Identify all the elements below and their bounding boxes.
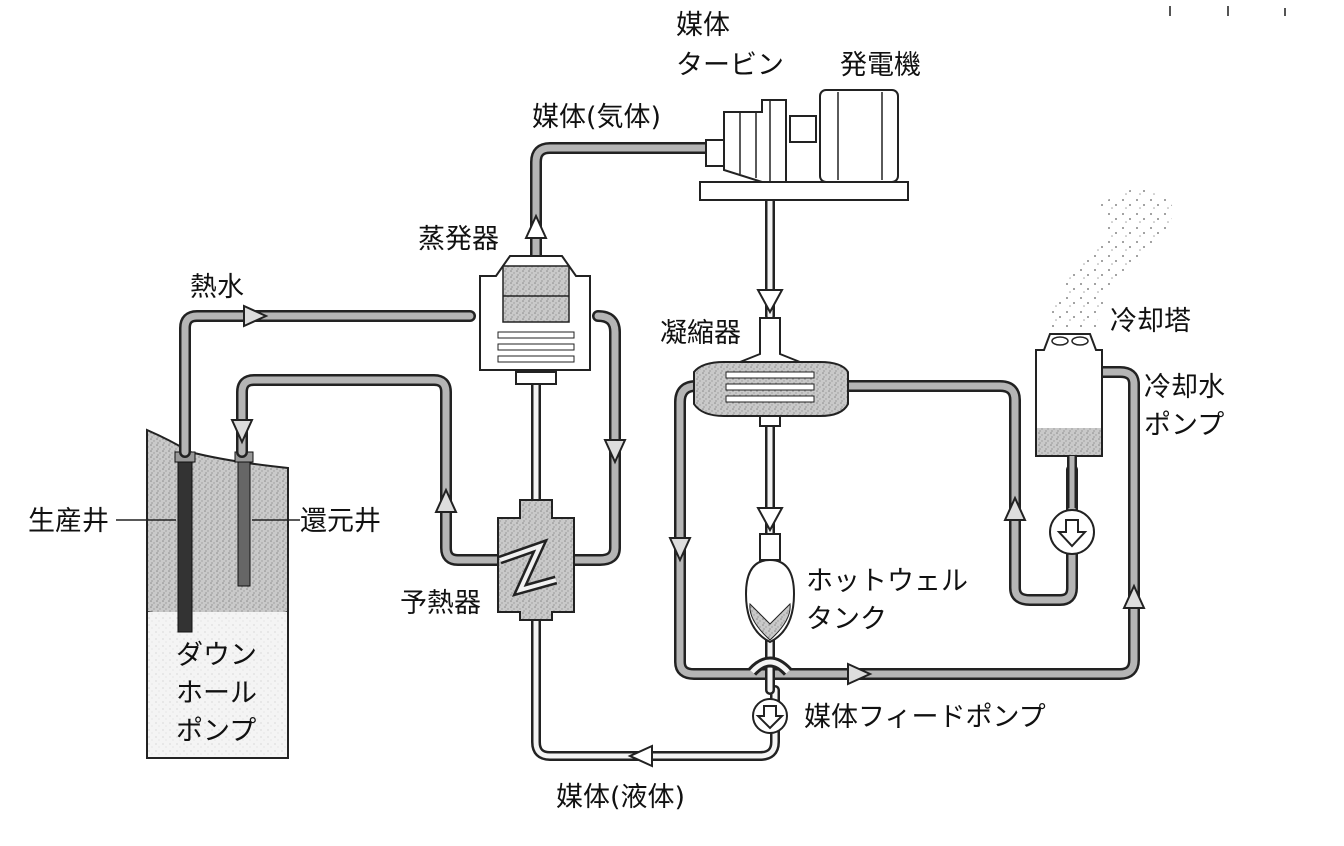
pipes (179, 142, 1140, 761)
cooling-tower (1035, 188, 1175, 508)
evaporator (479, 255, 591, 385)
turbine (699, 99, 909, 201)
feed-pump (752, 698, 788, 734)
scan-marks (1169, 6, 1286, 16)
label-feed-pump: 媒体フィードポンプ (804, 702, 1046, 733)
flow-arrows (230, 213, 1146, 768)
preheater (497, 499, 575, 621)
label-production-well: 生産井 (28, 506, 109, 537)
label-turbine-line1: 媒体 (676, 10, 730, 41)
label-condenser: 凝縮器 (660, 318, 741, 349)
label-downhole-line2: ホール (176, 678, 257, 709)
label-hotwell-line1: ホットウェル (806, 566, 968, 597)
hotwell-tank (744, 533, 796, 644)
label-cooling-water-pump-line2: ポンプ (1144, 410, 1224, 441)
reinjection-well-pipe (234, 451, 254, 587)
label-generator: 発電機 (840, 50, 921, 81)
label-liquid: 媒体(液体) (556, 782, 685, 813)
label-cooling-water-pump-line1: 冷却水 (1144, 372, 1225, 403)
label-preheater: 予熱器 (400, 588, 481, 619)
cooling-water-pump (1049, 509, 1095, 555)
label-downhole-line1: ダウン (176, 640, 257, 671)
label-hotwell-line2: タンク (806, 604, 887, 635)
label-hot-water: 熱水 (190, 272, 244, 303)
label-vapor: 媒体(気体) (532, 102, 661, 133)
label-cooling-tower: 冷却塔 (1110, 306, 1191, 337)
label-turbine-line2: タービン (676, 50, 784, 81)
condenser (693, 317, 849, 427)
generator (819, 89, 899, 183)
production-well-pipe (174, 451, 196, 633)
label-evaporator: 蒸発器 (418, 224, 499, 255)
label-downhole-line3: ポンプ (176, 716, 256, 747)
label-reinjection-well: 還元井 (300, 506, 381, 537)
